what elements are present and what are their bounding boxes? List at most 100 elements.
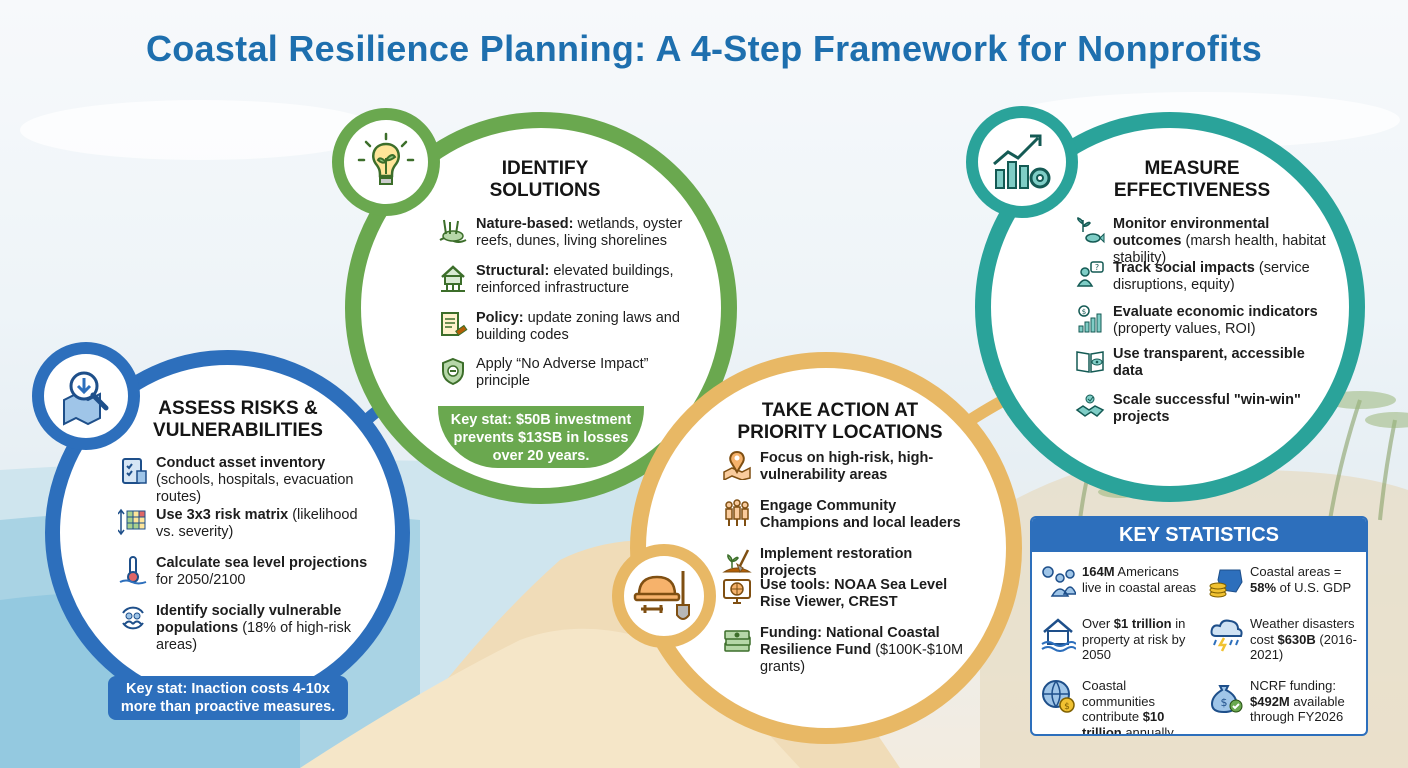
identify-badge [332,108,440,216]
action-item-4: Use tools: NOAA Sea Level Rise Viewer, C… [722,577,972,611]
fish-plant-icon [1075,216,1105,246]
assess-item-1-bold: Conduct asset inventory [156,455,326,471]
stat-4-post: (2016-2021) [1250,631,1357,663]
svg-text:$: $ [1064,702,1070,712]
svg-text:$: $ [1221,696,1228,709]
assess-item-4-bold: Identify socially vulnerable populations [156,603,342,636]
stat-5-pre: Coastal communities contribute [1082,678,1155,724]
assess-item-2-bold: Use 3x3 risk matrix [156,507,289,523]
people-map-icon [1040,564,1076,600]
flood-house-icon [1040,616,1076,652]
community-people-icon [722,498,752,528]
stat-cell-1: 164M Americans live in coastal areas [1040,564,1200,600]
stat-1-value: 164M [1082,564,1115,579]
measure-item-2: ? Track social impacts (service disrupti… [1075,260,1335,294]
people-cycle-icon [118,603,148,633]
stat-3-pre: Over [1082,616,1114,631]
measure-item-2-text: (service disruptions, equity) [1113,260,1310,293]
stat-cell-3: Over $1 trillion in property at risk by … [1040,616,1200,663]
stat-cell-5: $ Coastal communities contribute $10 tri… [1040,678,1200,736]
svg-text:$: $ [1082,308,1086,316]
stat-4-value: $630B [1277,631,1316,647]
measure-item-5-bold: Scale successful "win-win" projects [1113,392,1301,425]
growth-chart-gear-icon [993,134,1051,189]
assess-item-3: Calculate sea level projections for 2050… [118,555,380,589]
identify-heading: IDENTIFY SOLUTIONS [489,158,601,201]
stat-6-pre: NCRF funding: [1250,678,1336,693]
social-chat-icon: ? [1075,260,1105,290]
stat-2-post: of U.S. GDP [1276,579,1352,595]
map-magnifier-icon [63,371,109,426]
take-action-heading: TAKE ACTION AT PRIORITY LOCATIONS [737,400,943,443]
action-item-5: Funding: National Coastal Resilience Fun… [722,625,972,676]
assess-heading: ASSESS RISKS & VULNERABILITIES [153,398,323,441]
coins-usa-icon [1208,564,1244,600]
elevated-house-icon [438,263,468,293]
svg-text:?: ? [1095,263,1099,272]
shield-icon [438,356,468,386]
stat-6-value: $492M [1250,693,1290,709]
assess-item-1-text: (schools, hospitals, evacuation routes) [156,472,354,505]
action-item-2: Engage Community Champions and local lea… [722,498,972,532]
action-item-1: Focus on high-risk, high-vulnerability a… [722,450,972,484]
take-action-badge [612,544,716,648]
identify-item-4-text: Apply “No Adverse Impact” principle [476,356,649,389]
action-item-2-bold: Engage Community Champions and local lea… [760,498,961,531]
key-statistics-heading: KEY STATISTICS [1032,518,1366,552]
assess-badge [32,342,140,450]
measure-item-1-text: (marsh health, habitat stability) [1113,233,1326,266]
clipboard-checklist-icon [118,455,148,485]
handshake-icon [1075,392,1105,422]
lightbulb-sprout-icon [357,132,415,185]
identify-item-3-text: update zoning laws and building codes [476,310,680,343]
measure-item-5: Scale successful "win-win" projects [1075,392,1335,426]
page-title: Coastal Resilience Planning: A 4-Step Fr… [145,28,1263,69]
thermometer-water-icon [118,555,148,585]
key-statistics-panel: KEY STATISTICS 164M Americans live in co… [1030,516,1368,736]
assess-item-4: Identify socially vulnerable populations… [118,603,380,654]
wetland-icon [438,216,468,246]
stat-cell-2: Coastal areas = 58% of U.S. GDP [1208,564,1364,600]
identify-key-stat: Key stat: $50B investment prevents $13SB… [438,406,644,468]
assess-item-1: Conduct asset inventory (schools, hospit… [118,455,380,506]
identify-item-1-bold: Nature-based: [476,216,574,232]
action-item-5-text: ($100K-$10M grants) [760,642,964,675]
measure-heading: MEASURE EFFECTIVENESS [1113,158,1271,201]
bar-growth-icon: $ [1075,304,1105,334]
identify-item-1-text: wetlands, oyster reefs, dunes, living sh… [476,216,683,249]
measure-item-3: $ Evaluate economic indicators (property… [1075,304,1335,338]
stat-5-post: annually [1121,724,1174,736]
scroll-gavel-icon [438,310,468,340]
risk-matrix-icon [118,507,148,537]
assess-item-2-text: (likelihood vs. severity) [156,507,358,540]
money-stack-icon [722,625,752,655]
stat-cell-6: $ NCRF funding: $492M available through … [1208,678,1364,725]
action-item-1-bold: Focus on high-risk, high-vulnerability a… [760,450,934,483]
storm-cloud-icon [1208,616,1244,652]
measure-item-4-bold: Use transparent, accessible data [1113,346,1305,379]
stat-2-value: 58% [1250,579,1277,595]
planting-shovel-icon [722,546,752,576]
hardhat-shovel-icon [633,571,690,620]
action-item-5-bold: Funding: National Coastal Resilience Fun… [760,625,940,658]
assess-item-3-text: for 2050/2100 [156,572,246,588]
measure-item-3-text: (property values, ROI) [1113,321,1256,337]
stat-cell-4: Weather disasters cost $630B (2016-2021) [1208,616,1364,663]
identify-item-3: Policy: update zoning laws and building … [438,310,700,344]
assess-item-3-bold: Calculate sea level projections [156,555,368,571]
identify-item-1: Nature-based: wetlands, oyster reefs, du… [438,216,700,250]
identify-item-3-bold: Policy: [476,310,524,326]
stat-2-pre: Coastal areas = [1250,564,1342,579]
stat-3-post: in property at risk by 2050 [1082,616,1186,662]
action-item-3: Implement restoration projects [722,546,972,580]
assess-key-stat: Key stat: Inaction costs 4-10x more than… [108,676,348,720]
identify-item-2-text: elevated buildings, reinforced infrastru… [476,263,674,296]
stat-3-value: $1 trillion [1113,616,1172,631]
measure-item-1: Monitor environmental outcomes (marsh he… [1075,216,1335,267]
money-bag-check-icon: $ [1208,678,1244,714]
measure-badge [966,106,1078,218]
identify-item-2-bold: Structural: [476,263,550,279]
assess-item-4-text: (18% of high-risk areas) [156,620,351,653]
stat-1-post: Americans live in coastal areas [1082,564,1197,595]
stat-4-pre: Weather disasters cost [1250,616,1355,647]
